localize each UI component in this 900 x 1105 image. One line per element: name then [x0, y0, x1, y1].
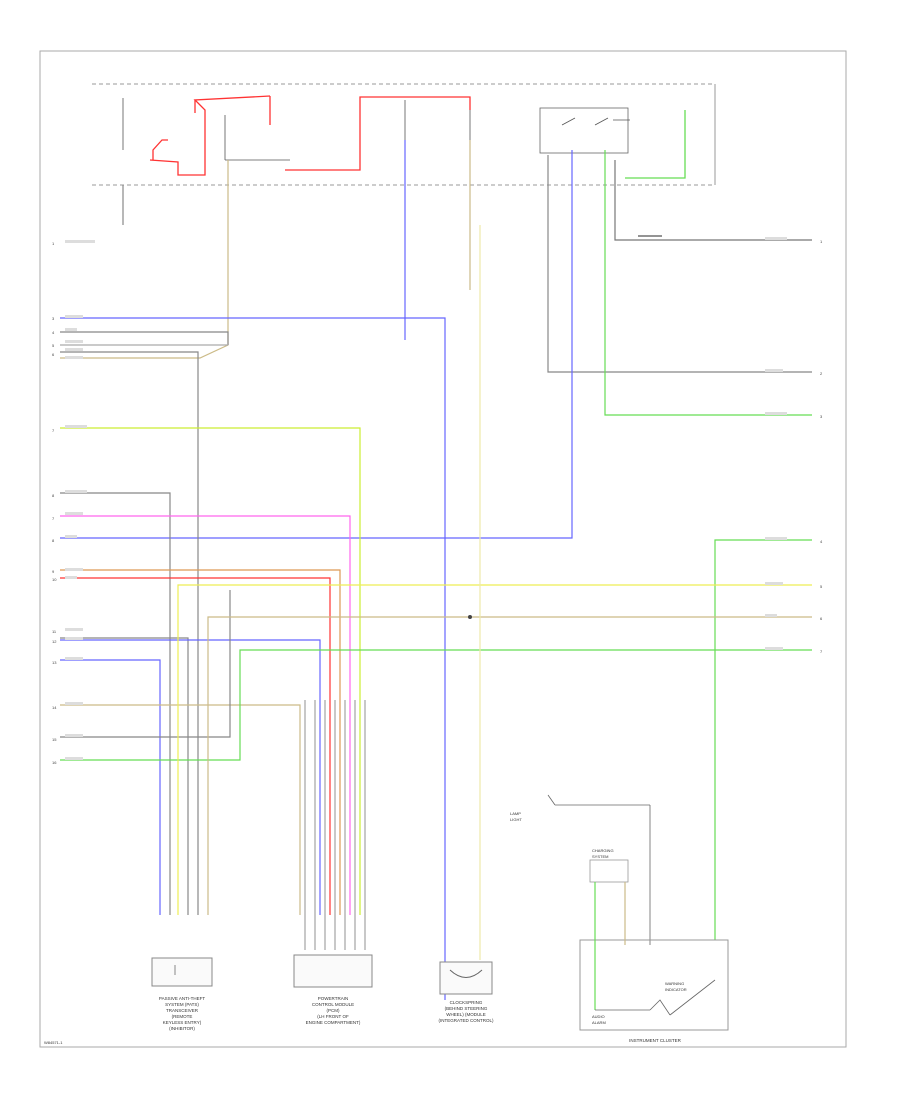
- clockspring-title-3: WHEEL) (MODULE: [446, 1012, 486, 1017]
- lamp-label-line-2: LIGHT: [510, 817, 522, 822]
- right-pin-5: 5: [820, 584, 823, 589]
- right-pin-3: 3: [820, 414, 823, 419]
- module-pcm: [293, 954, 373, 988]
- pcm-title-1: POWERTRAIN: [318, 996, 348, 1001]
- right-pin-7: 7: [820, 649, 823, 654]
- module-titles: PASSIVE ANTI-THEFT SYSTEM (PATS) TRANSCE…: [159, 996, 682, 1043]
- right-wires: [177, 225, 812, 960]
- module-instrument-cluster: [579, 859, 729, 1031]
- pcm-title-2: CONTROL MODULE: [312, 1002, 354, 1007]
- left-pin-12: 12: [52, 639, 57, 644]
- module-pats: [151, 957, 213, 987]
- cluster-lamp-label-2: SYSTEM: [592, 854, 608, 859]
- lamp-label: LAMP LIGHT: [510, 811, 522, 822]
- cluster-gauge-label-1: AUDIO: [592, 1014, 605, 1019]
- left-pin-3: 3: [52, 316, 55, 321]
- cluster-labels: CHARGING SYSTEM AUDIO ALARM WARNING INDI…: [592, 848, 687, 1025]
- left-pin-8b: 8: [52, 538, 55, 543]
- pats-title-2: SYSTEM (PATS): [165, 1002, 199, 1007]
- red-power-wire: [149, 95, 471, 176]
- splice-point: [468, 615, 472, 619]
- left-pin-6: 6: [52, 352, 55, 357]
- diagram-frame: [39, 50, 847, 1048]
- left-pin-8: 8: [52, 493, 55, 498]
- lamp-label-line-1: LAMP: [510, 811, 521, 816]
- right-pin-2: 2: [820, 371, 823, 376]
- pcm-title-4: (LH FRONT OF: [317, 1014, 349, 1019]
- wire-labels-left: [65, 240, 95, 760]
- green-feed: [625, 110, 686, 179]
- left-pin-7b: 7: [52, 516, 55, 521]
- clockspring-title-1: CLOCKSPRING: [450, 1000, 483, 1005]
- left-wires: [60, 317, 812, 1000]
- pcm-title-5: ENGINE COMPARTMENT): [306, 1020, 361, 1025]
- left-pin-1: 1: [52, 241, 55, 246]
- wire-labels-right: [765, 237, 787, 650]
- right-pin-1: 1: [820, 239, 823, 244]
- clockspring-title-4: (INTEGRATED CONTROL): [439, 1018, 494, 1023]
- cluster-warning-label-2: INDICATOR: [665, 987, 687, 992]
- pcm-title-3: (PCM): [327, 1008, 340, 1013]
- pats-title-1: PASSIVE ANTI-THEFT: [159, 996, 205, 1001]
- cluster-lamp-label-1: CHARGING: [592, 848, 614, 853]
- left-pin-7: 7: [52, 428, 55, 433]
- left-pin-4: 4: [52, 330, 55, 335]
- right-pin-numbers: 1 2 3 4 5 6 7: [820, 239, 823, 654]
- pats-title-5: KEYLESS ENTRY): [163, 1020, 202, 1025]
- module-clockspring: [439, 961, 493, 995]
- cluster-title: INSTRUMENT CLUSTER: [629, 1038, 681, 1043]
- left-pin-14: 14: [52, 705, 57, 710]
- dark-relay-lines: [122, 98, 630, 161]
- cluster-gauge-label-2: ALARM: [592, 1020, 606, 1025]
- left-pin-13: 13: [52, 660, 57, 665]
- right-pin-4: 4: [820, 539, 823, 544]
- pats-title-3: TRANSCEIVER: [166, 1008, 199, 1013]
- pcm-harness: [304, 700, 366, 950]
- left-pin-9: 9: [52, 569, 55, 574]
- pats-title-4: (REMOTE: [172, 1014, 193, 1019]
- left-pin-16: 16: [52, 760, 57, 765]
- left-pin-15: 15: [52, 737, 57, 742]
- left-pin-numbers: 1 3 4 5 6 7 8 7 8 9 10 11 12 13 14 15 16: [52, 241, 57, 765]
- clockspring-title-2: (BEHIND STEERING: [445, 1006, 488, 1011]
- left-pin-10: 10: [52, 577, 57, 582]
- pats-title-6: (INHIBITOR): [169, 1026, 195, 1031]
- left-pin-11: 11: [52, 629, 57, 634]
- vertical-wires: [60, 140, 812, 539]
- right-pin-6: 6: [820, 616, 823, 621]
- left-pin-5: 5: [52, 343, 55, 348]
- fuse-box: [92, 83, 716, 186]
- lamp-switch: [547, 794, 651, 945]
- cluster-warning-label-1: WARNING: [665, 981, 684, 986]
- diagram-id: W84571-1: [44, 1040, 63, 1045]
